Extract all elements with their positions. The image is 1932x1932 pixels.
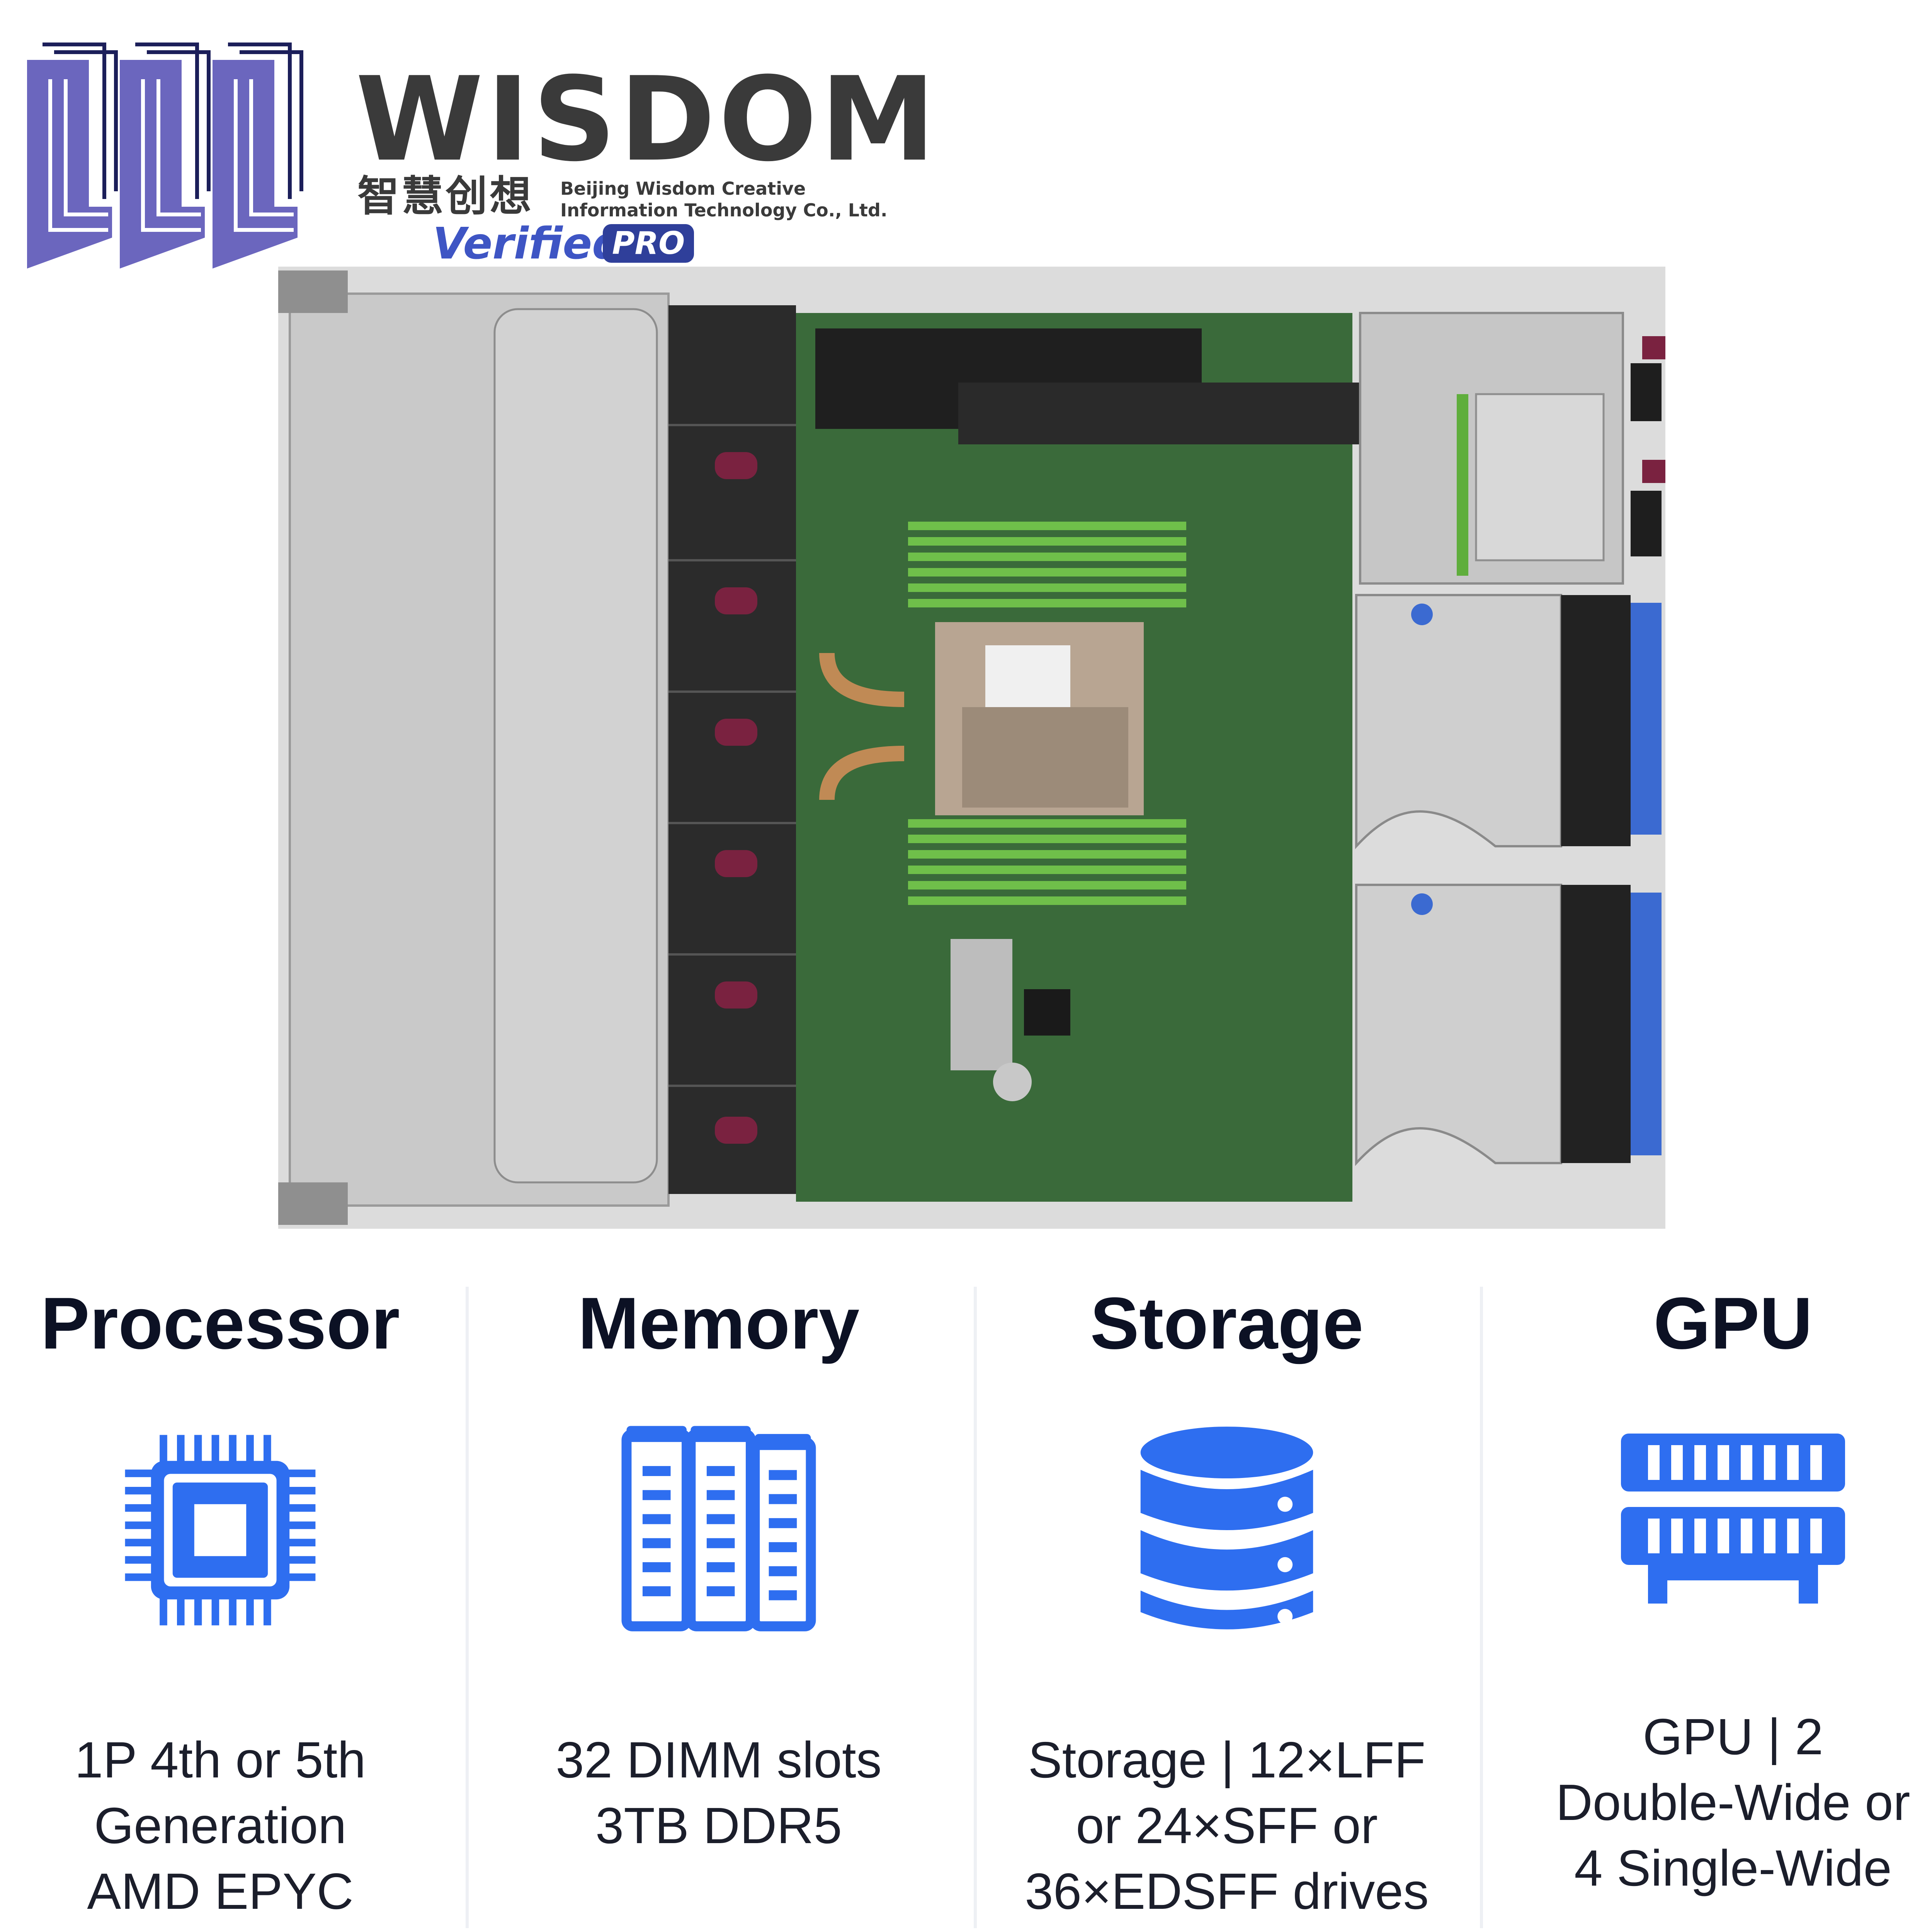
spec-processor: Processor 1P 4th or 5th Generation AMD E…: [0, 1275, 462, 1924]
gpu-card-icon: [1621, 1434, 1845, 1604]
brand-name: WISDOM: [355, 52, 939, 187]
spec-title: Processor: [41, 1282, 400, 1364]
wisdom-logo-mark: [27, 43, 303, 269]
spec-gpu: GPU GPU | 2 Double-Wide or 4 Single-Wide: [1492, 1275, 1932, 1901]
spec-description: GPU | 2 Double-Wide or 4 Single-Wide: [1492, 1704, 1932, 1901]
fan-wall: [668, 305, 796, 1194]
brand-chinese-name: 智慧创想: [357, 172, 534, 221]
dimm-bank-top: [908, 522, 1186, 607]
processor-chip-icon: [125, 1435, 316, 1626]
verified-pro-badge: PRO: [603, 224, 694, 263]
database-storage-icon: [1140, 1427, 1313, 1629]
company-line-2: Information Technology Co., Ltd.: [560, 200, 888, 221]
server-top-view-image: [278, 267, 1665, 1229]
verified-label: Verified: [433, 219, 623, 269]
spec-description: 32 DIMM slots 3TB DDR5: [477, 1727, 960, 1859]
spec-description: 1P 4th or 5th Generation AMD EPYC: [0, 1727, 462, 1924]
spec-line: 3TB DDR5: [595, 1797, 842, 1854]
spec-line: Storage | 12×LFF: [1028, 1731, 1426, 1788]
spec-title: Memory: [578, 1282, 860, 1364]
spec-title: Storage: [1090, 1282, 1364, 1364]
memory-module-icon: [621, 1426, 816, 1631]
column-divider: [1480, 1287, 1483, 1928]
spec-line: 4 Single-Wide: [1574, 1840, 1892, 1896]
company-line-1: Beijing Wisdom Creative: [560, 178, 806, 199]
spec-memory: Memory 32 DIMM slots 3TB DDR5: [477, 1275, 960, 1859]
spec-line: Generation: [94, 1797, 347, 1854]
spec-line: Double-Wide or: [1556, 1774, 1910, 1831]
spec-description: Storage | 12×LFF or 24×SFF or 36×EDSFF d…: [985, 1727, 1468, 1924]
brand-company-name: Beijing Wisdom Creative Information Tech…: [560, 178, 887, 221]
spec-line: 32 DIMM slots: [556, 1731, 882, 1788]
column-divider: [974, 1287, 977, 1928]
dimm-bank-bottom: [908, 819, 1186, 905]
column-divider: [466, 1287, 469, 1928]
spec-title: GPU: [1653, 1282, 1813, 1364]
spec-line: 1P 4th or 5th: [75, 1731, 366, 1788]
spec-storage: Storage Storage | 12×LFF or 24×SFF or 36…: [985, 1275, 1468, 1924]
spec-line: AMD EPYC: [87, 1863, 354, 1920]
riser-cage-upper: [1355, 594, 1562, 849]
riser-cage-lower: [1355, 884, 1562, 1166]
spec-line: GPU | 2: [1643, 1708, 1823, 1765]
spec-line: 36×EDSFF drives: [1025, 1863, 1429, 1920]
spec-line: or 24×SFF or: [1076, 1797, 1378, 1854]
